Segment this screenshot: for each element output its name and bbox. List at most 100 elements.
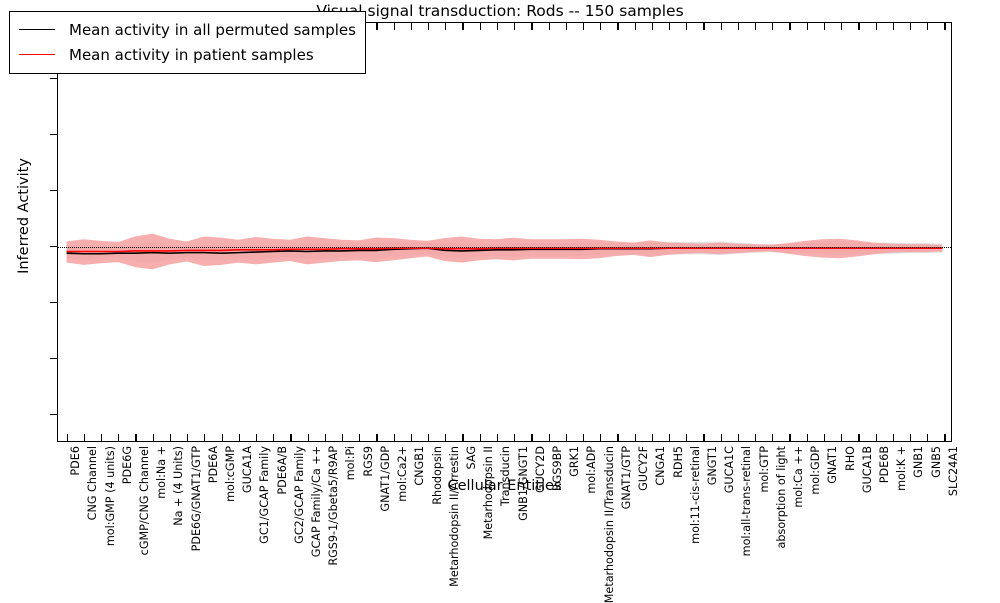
legend-item: Mean activity in patient samples (19, 42, 356, 67)
x-tick-mark (858, 23, 860, 30)
x-tick-label: GNB1 (912, 446, 926, 478)
x-tick-label: Metarhodopsin II/Arrestin (447, 446, 461, 587)
x-tick-mark (875, 23, 877, 30)
x-tick-label: Rhodopsin (430, 446, 444, 505)
x-tick-mark (410, 23, 413, 30)
x-tick-mark (428, 23, 430, 30)
x-tick-label: PDE6A (206, 446, 220, 484)
x-tick-mark (255, 434, 258, 441)
x-tick-mark (307, 434, 309, 441)
x-tick-mark (135, 434, 137, 441)
x-tick-label: PDE6B (878, 446, 892, 484)
x-tick-mark (858, 434, 860, 441)
x-tick-mark (66, 434, 68, 441)
x-tick-mark (496, 23, 499, 30)
x-tick-label: mol:GMP (4 units) (103, 446, 117, 547)
x-tick-mark (737, 434, 740, 441)
x-tick-mark (909, 434, 912, 441)
x-tick-mark (823, 434, 826, 441)
y-tick-mark (50, 414, 57, 416)
x-tick-mark (720, 23, 722, 30)
x-tick-mark (582, 23, 585, 30)
x-tick-label: PDE6 (69, 446, 83, 476)
x-tick-mark (686, 23, 688, 30)
x-tick-mark (479, 23, 481, 30)
x-tick-mark (772, 23, 774, 30)
x-tick-label: GNGT1 (705, 446, 719, 486)
x-axis-label: Cellular Entities (447, 478, 562, 494)
x-tick-mark (238, 434, 240, 441)
x-tick-label: CNGA1 (654, 446, 668, 486)
x-tick-mark (101, 434, 103, 441)
x-tick-mark (600, 434, 602, 441)
x-tick-mark (669, 23, 671, 30)
x-tick-mark (531, 434, 533, 441)
x-tick-mark (806, 434, 808, 441)
x-tick-mark (617, 434, 619, 441)
x-tick-mark (548, 434, 550, 441)
x-tick-label: CNG Channel (86, 446, 100, 521)
x-tick-mark (531, 23, 533, 30)
x-tick-mark (755, 23, 757, 30)
x-tick-label: GC2/GCAP Family (292, 446, 306, 544)
x-tick-mark (462, 23, 464, 30)
x-tick-label: mol:all-trans-retinal (740, 446, 754, 557)
x-tick-mark (410, 434, 413, 441)
y-axis-label: Inferred Activity (16, 158, 32, 274)
x-tick-mark (927, 23, 929, 30)
x-tick-label: Na + (4 Units) (172, 446, 186, 526)
x-tick-label: Metarhodopsin II/Transducin (602, 446, 616, 603)
x-tick-label: GRK1 (568, 446, 582, 477)
x-tick-label: Metarhodopsin II (482, 446, 496, 540)
x-tick-mark (393, 434, 395, 441)
x-tick-mark (600, 23, 602, 30)
chart-figure: Visual signal transduction: Rods -- 150 … (9, 2, 960, 603)
x-tick-mark (927, 434, 929, 441)
x-tick-mark (496, 434, 499, 441)
x-tick-label: RHO (843, 446, 857, 471)
x-tick-label: SAG (464, 446, 478, 470)
x-tick-label: GUCY2D (533, 446, 547, 494)
x-tick-mark (841, 434, 843, 441)
x-tick-mark (393, 23, 395, 30)
x-tick-mark (892, 23, 894, 30)
x-tick-label: GNAT1/GDP (378, 446, 392, 512)
x-tick-mark (651, 23, 653, 30)
x-tick-mark (565, 434, 567, 441)
x-tick-mark (462, 434, 464, 441)
x-tick-mark (789, 23, 791, 30)
x-tick-mark (669, 434, 671, 441)
y-tick-mark (50, 134, 57, 136)
x-tick-label: GC1/GCAP Family (258, 446, 272, 544)
y-tick-mark (50, 190, 57, 192)
x-tick-label: RGS9BP (551, 446, 565, 492)
zero-reference-line (58, 247, 951, 248)
x-tick-label: Transducin (499, 446, 513, 507)
series-line (66, 247, 943, 253)
x-tick-mark (548, 23, 550, 30)
x-tick-label: mol:11-cis-retinal (688, 446, 702, 544)
x-tick-label: mol:GDP (809, 446, 823, 495)
x-tick-mark (841, 23, 843, 30)
x-tick-label: PDE6G (120, 446, 134, 485)
series-plot (66, 233, 943, 270)
x-tick-mark (514, 23, 516, 30)
x-tick-label: RGS9-1/Gbeta5/R9AP (327, 446, 341, 566)
x-tick-mark (118, 434, 120, 441)
plot-area (57, 22, 952, 442)
y-tick-mark (50, 358, 57, 360)
x-tick-mark (359, 434, 361, 441)
x-tick-mark (944, 434, 946, 441)
x-tick-label: GUCA1B (860, 446, 874, 494)
x-tick-label: mol:K + (895, 446, 909, 491)
x-tick-mark (772, 434, 774, 441)
x-tick-mark (737, 23, 740, 30)
x-tick-mark (169, 434, 172, 441)
legend-line-swatch-patient (19, 54, 55, 55)
x-tick-label: GNB1/GNGT1 (516, 446, 530, 521)
x-tick-label: GCAP Family/Ca ++ (310, 446, 324, 558)
x-tick-label: RGS9 (361, 446, 375, 477)
x-tick-mark (634, 23, 636, 30)
x-tick-label: CNGB1 (413, 446, 427, 486)
x-tick-mark (806, 23, 808, 30)
